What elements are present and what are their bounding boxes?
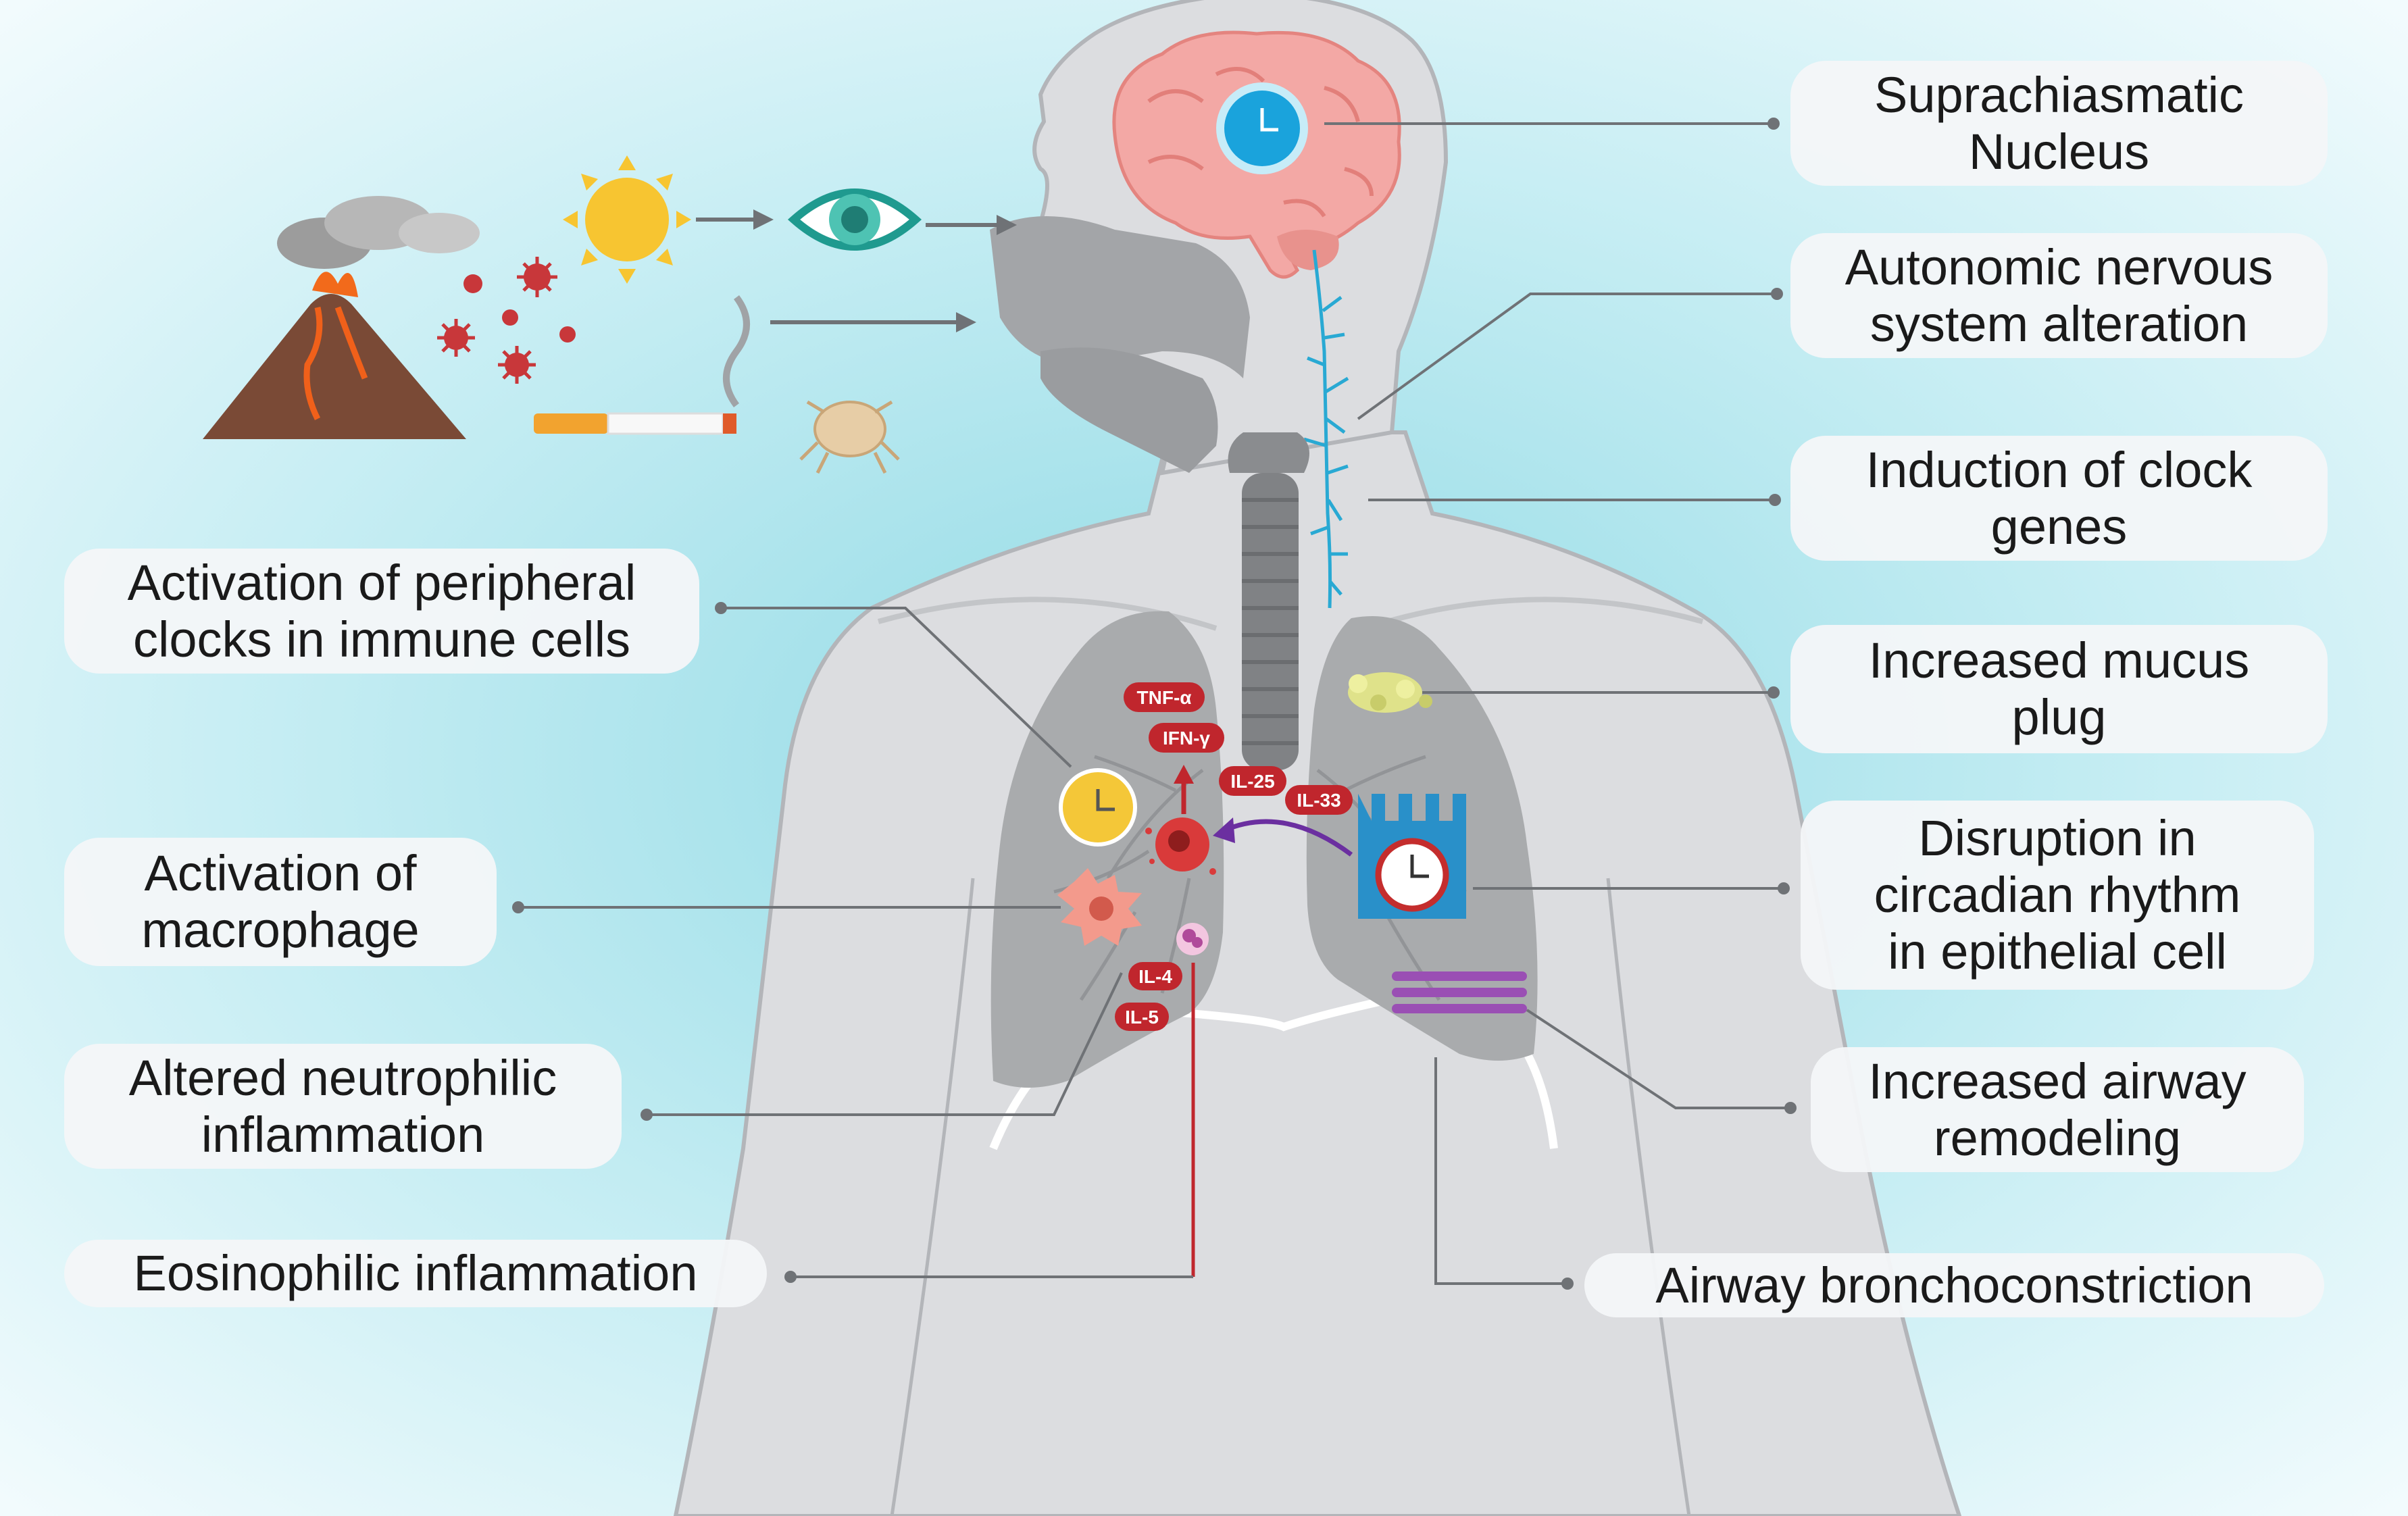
smooth-muscle-icon — [1392, 971, 1527, 1013]
tag-il25 — [1219, 766, 1286, 796]
virus-spikes — [437, 257, 557, 384]
immune-clock-icon — [1059, 768, 1137, 847]
activated-immune-cell-icon — [1145, 817, 1216, 875]
dust-mite-icon — [799, 400, 900, 474]
cytokine-release-arrow-head — [1174, 765, 1194, 784]
clavicle-right — [1363, 597, 1704, 631]
tag-tnf-text: TNF-α — [1137, 687, 1192, 708]
label-ans: Autonomic nervous system alteration — [1790, 233, 2328, 358]
cytokine-tags: TNF-α IFN-γ IL-25 IL-33 IL-4 IL-5 — [1115, 682, 1353, 1031]
tag-il5-text: IL-5 — [1125, 1007, 1159, 1028]
arm-line-right — [1606, 878, 1691, 1516]
label-peripheral-clocks: Activation of peripheral clocks in immun… — [64, 549, 699, 674]
connector-dots — [512, 118, 1797, 1290]
connectors — [518, 122, 1790, 1285]
oral-cavity — [1040, 347, 1218, 473]
connector-remodeling — [1526, 1009, 1790, 1109]
tag-il5 — [1115, 1003, 1169, 1031]
label-mucus: Increased mucus plug — [1790, 625, 2328, 753]
nerve-network — [1303, 249, 1349, 609]
arrow-eye-to-head — [926, 215, 1017, 235]
epithelial-cell-icon — [1358, 794, 1466, 919]
scn-clock-icon — [1216, 82, 1308, 174]
tag-il33-text: IL-33 — [1297, 790, 1340, 811]
cerebellum — [1277, 230, 1339, 270]
macrophage-icon — [1057, 868, 1142, 946]
volcano-icon — [203, 196, 480, 439]
brain-folds — [1147, 67, 1374, 218]
label-bronchoconstriction: Airway bronchoconstriction — [1584, 1253, 2324, 1317]
label-clock-genes: Induction of clock genes — [1790, 436, 2328, 561]
cigarette-icon — [534, 412, 736, 435]
arm-line-left — [890, 878, 975, 1516]
sun-icon — [563, 155, 691, 284]
connector-ans — [1357, 293, 1777, 420]
tag-tnf — [1124, 682, 1205, 712]
nasal-cavity — [990, 216, 1250, 378]
eye-icon — [787, 188, 922, 251]
label-remodeling: Increased airway remodeling — [1811, 1047, 2304, 1172]
connector-neutrophilic — [647, 972, 1123, 1116]
mucus-plug-icon — [1348, 672, 1432, 713]
tag-ifn — [1149, 723, 1224, 753]
connector-peripheral — [721, 607, 1072, 768]
eosinophil-icon — [1176, 923, 1209, 955]
trachea — [1228, 432, 1309, 770]
signal-arrow — [1222, 819, 1353, 857]
tag-il4 — [1128, 962, 1182, 990]
tag-ifn-text: IFN-γ — [1163, 728, 1210, 749]
tag-il25-text: IL-25 — [1230, 771, 1274, 792]
label-scn: Suprachiasmatic Nucleus — [1790, 61, 2328, 186]
label-macrophage: Activation of macrophage — [64, 838, 497, 966]
label-epithelial: Disruption in circadian rhythm in epithe… — [1801, 801, 2314, 990]
smoke-icon — [723, 295, 750, 407]
signal-arrow-head — [1213, 817, 1235, 843]
label-eosinophilic: Eosinophilic inflammation — [64, 1240, 767, 1307]
arrow-sun-to-eye — [696, 209, 774, 230]
tag-il33 — [1285, 785, 1353, 815]
arrow-smoke-to-nose — [770, 312, 976, 332]
connector-bronchoconstriction — [1434, 1057, 1567, 1285]
tag-il4-text: IL-4 — [1138, 966, 1172, 987]
label-neutrophilic: Altered neutrophilic inflammation — [64, 1044, 622, 1169]
